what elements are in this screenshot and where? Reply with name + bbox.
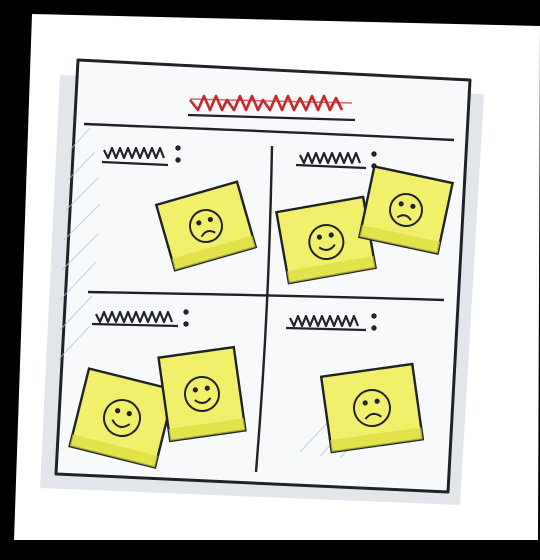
sticky-note-happy-top-right xyxy=(276,197,375,283)
sticky-note-sad-bottom-right xyxy=(321,364,423,452)
sticky-note-happy-bottom-left-2 xyxy=(159,347,246,441)
sticky-note-sad-top-right xyxy=(359,166,452,253)
